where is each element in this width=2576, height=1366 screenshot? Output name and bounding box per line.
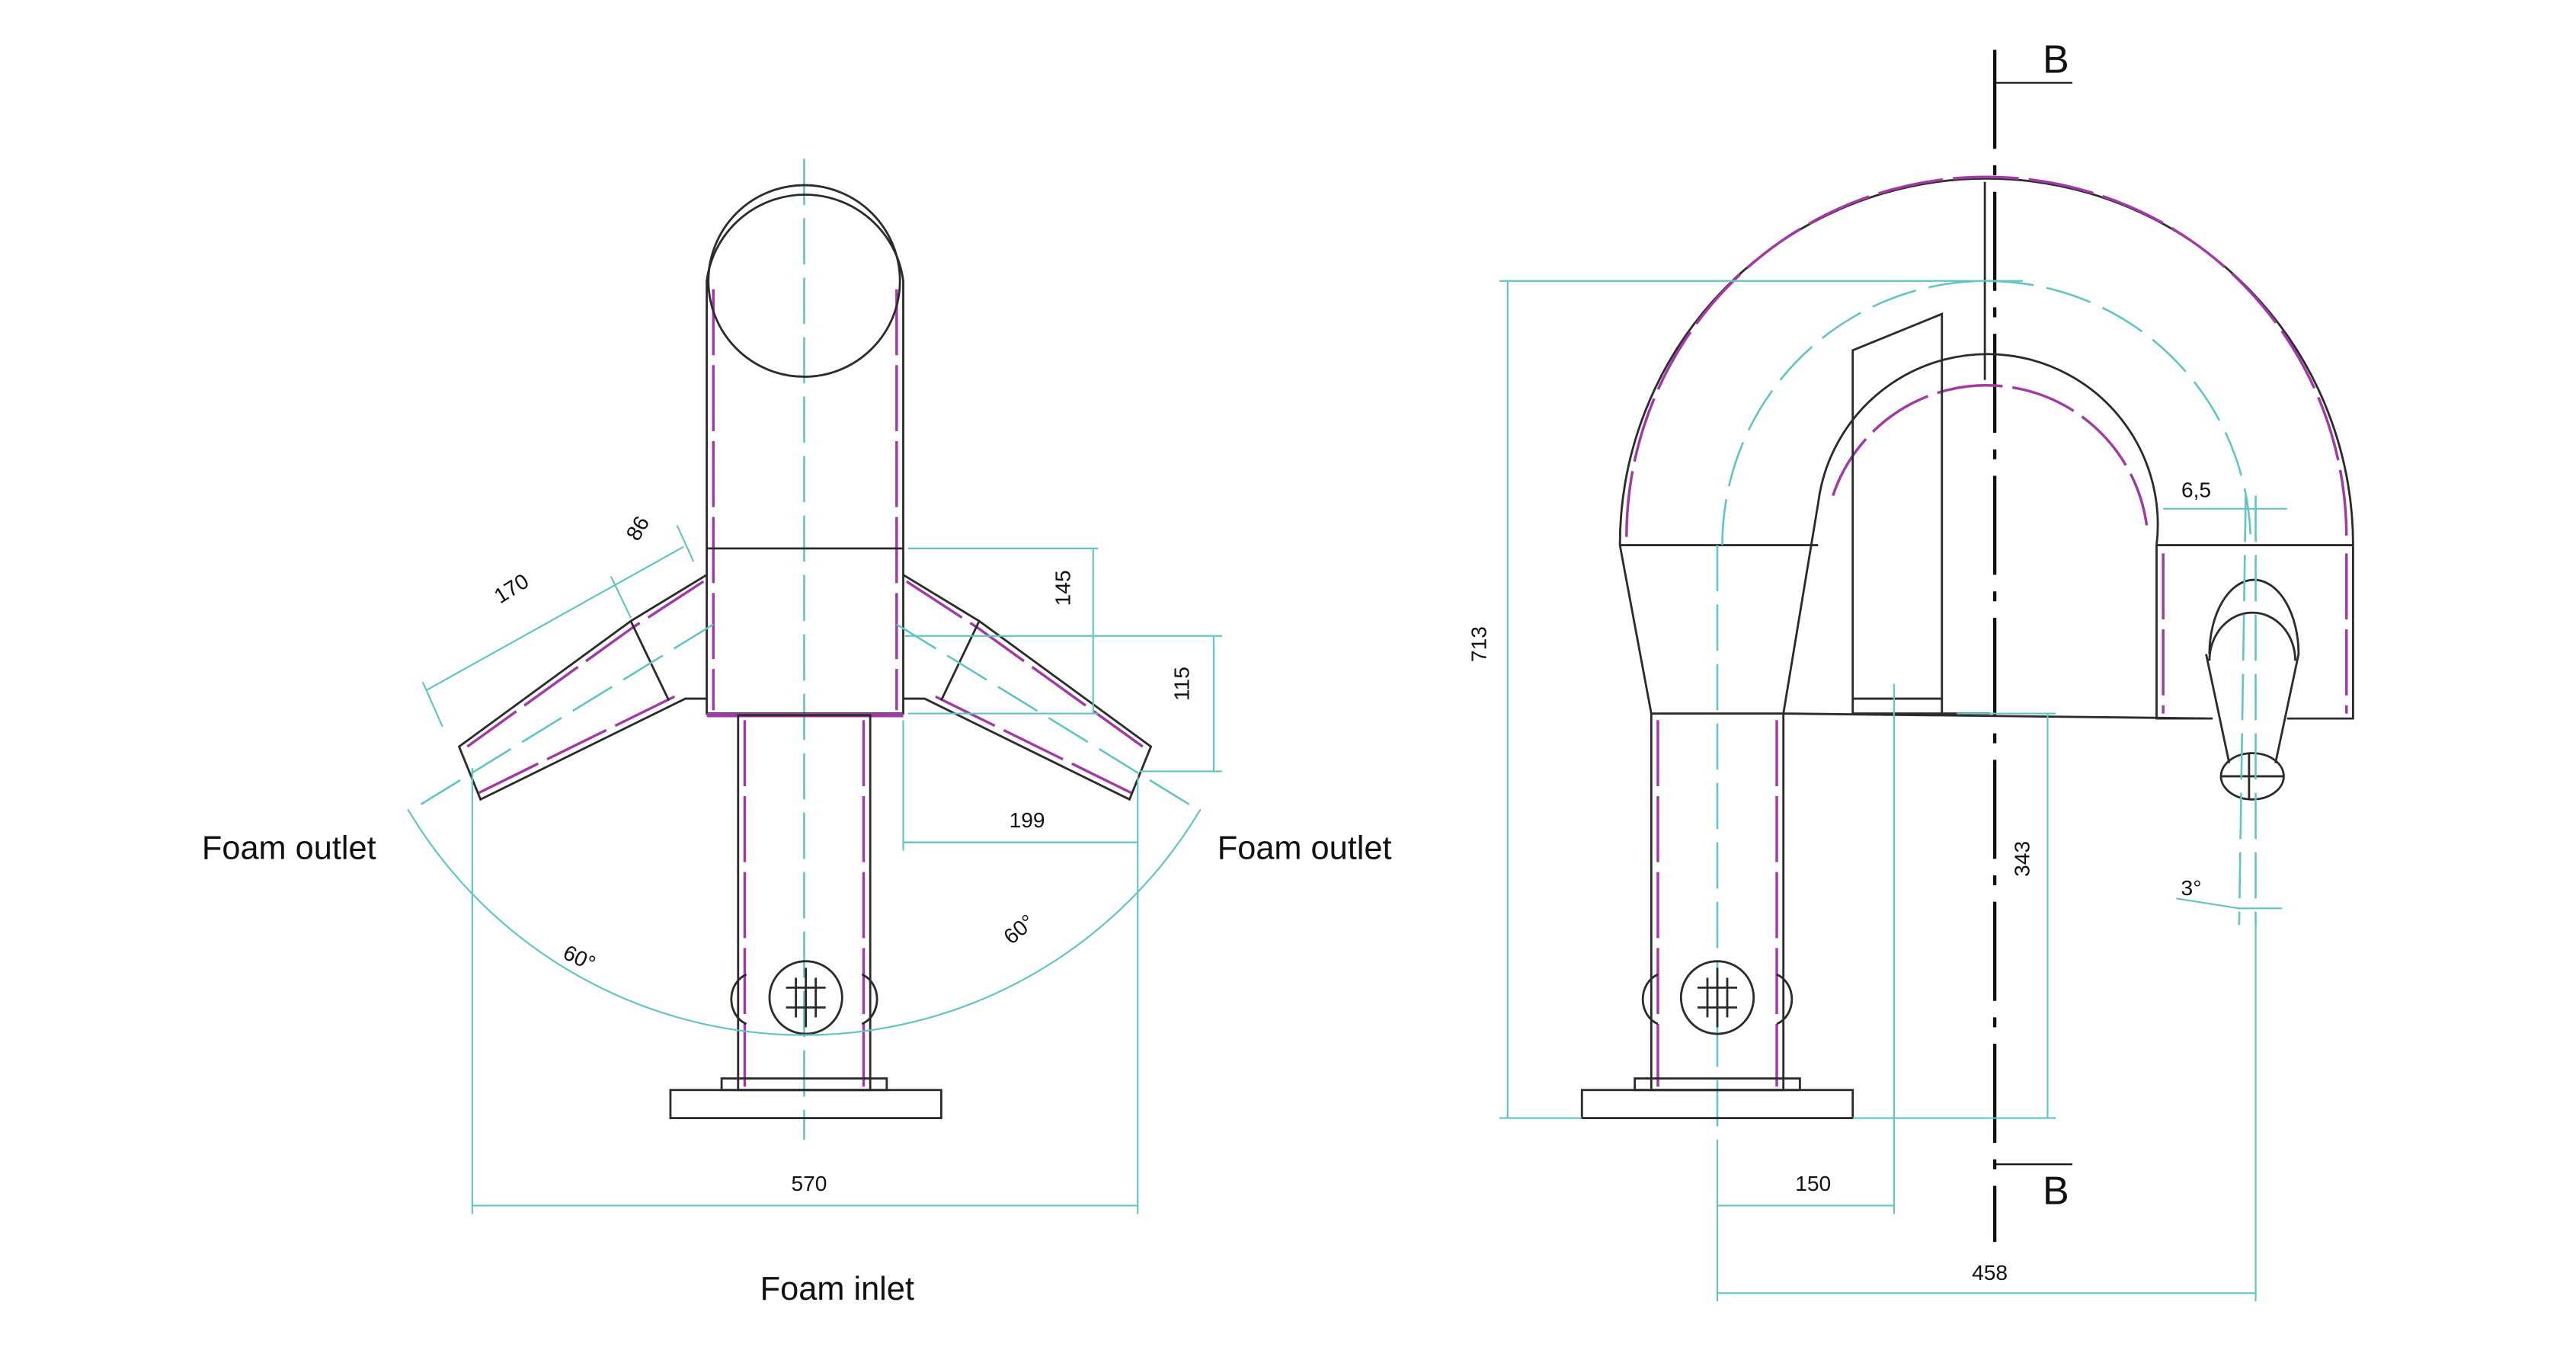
dim-6-5: 6,5 bbox=[2181, 478, 2211, 502]
right-foam-arm bbox=[896, 574, 1198, 811]
section-label-top: B bbox=[2043, 38, 2069, 82]
dim-86: 86 bbox=[621, 512, 654, 545]
side-base-flange bbox=[1580, 1089, 1854, 1119]
inner-block bbox=[1851, 312, 1990, 715]
angle-left: 60° bbox=[560, 939, 600, 975]
dim-343: 343 bbox=[2010, 841, 2034, 877]
section-line-b bbox=[1992, 50, 2072, 1243]
front-view: 145 115 199 570 170 86 60° 60° Foam outl… bbox=[202, 158, 1392, 1307]
section-label-bottom: B bbox=[2043, 1169, 2069, 1213]
column-top-circle bbox=[707, 184, 901, 378]
left-foam-arm bbox=[412, 574, 714, 811]
dim-170: 170 bbox=[489, 568, 533, 608]
dim-713: 713 bbox=[1467, 626, 1491, 662]
front-dimensions bbox=[407, 525, 1222, 1214]
angle-right: 60° bbox=[999, 909, 1039, 949]
label-foam-outlet-left: Foam outlet bbox=[202, 830, 376, 866]
dim-115: 115 bbox=[1169, 667, 1193, 701]
side-inlet-fitting-icon bbox=[1641, 960, 1794, 1035]
nozzle bbox=[2205, 495, 2300, 926]
side-view: B B 713 bbox=[1467, 38, 2354, 1302]
arch-body bbox=[1618, 178, 2354, 720]
dim-570: 570 bbox=[791, 1171, 827, 1195]
dim-150: 150 bbox=[1795, 1171, 1831, 1195]
dim-145: 145 bbox=[1050, 570, 1074, 606]
dim-3-degree: 3° bbox=[2181, 875, 2202, 900]
dim-458: 458 bbox=[1972, 1260, 2008, 1284]
label-foam-inlet: Foam inlet bbox=[760, 1271, 914, 1307]
base-flange bbox=[669, 1089, 942, 1119]
dim-199: 199 bbox=[1010, 808, 1045, 832]
inlet-fitting-icon bbox=[730, 960, 878, 1035]
side-dimensions bbox=[1499, 280, 2287, 1302]
label-foam-outlet-right: Foam outlet bbox=[1218, 830, 1392, 866]
